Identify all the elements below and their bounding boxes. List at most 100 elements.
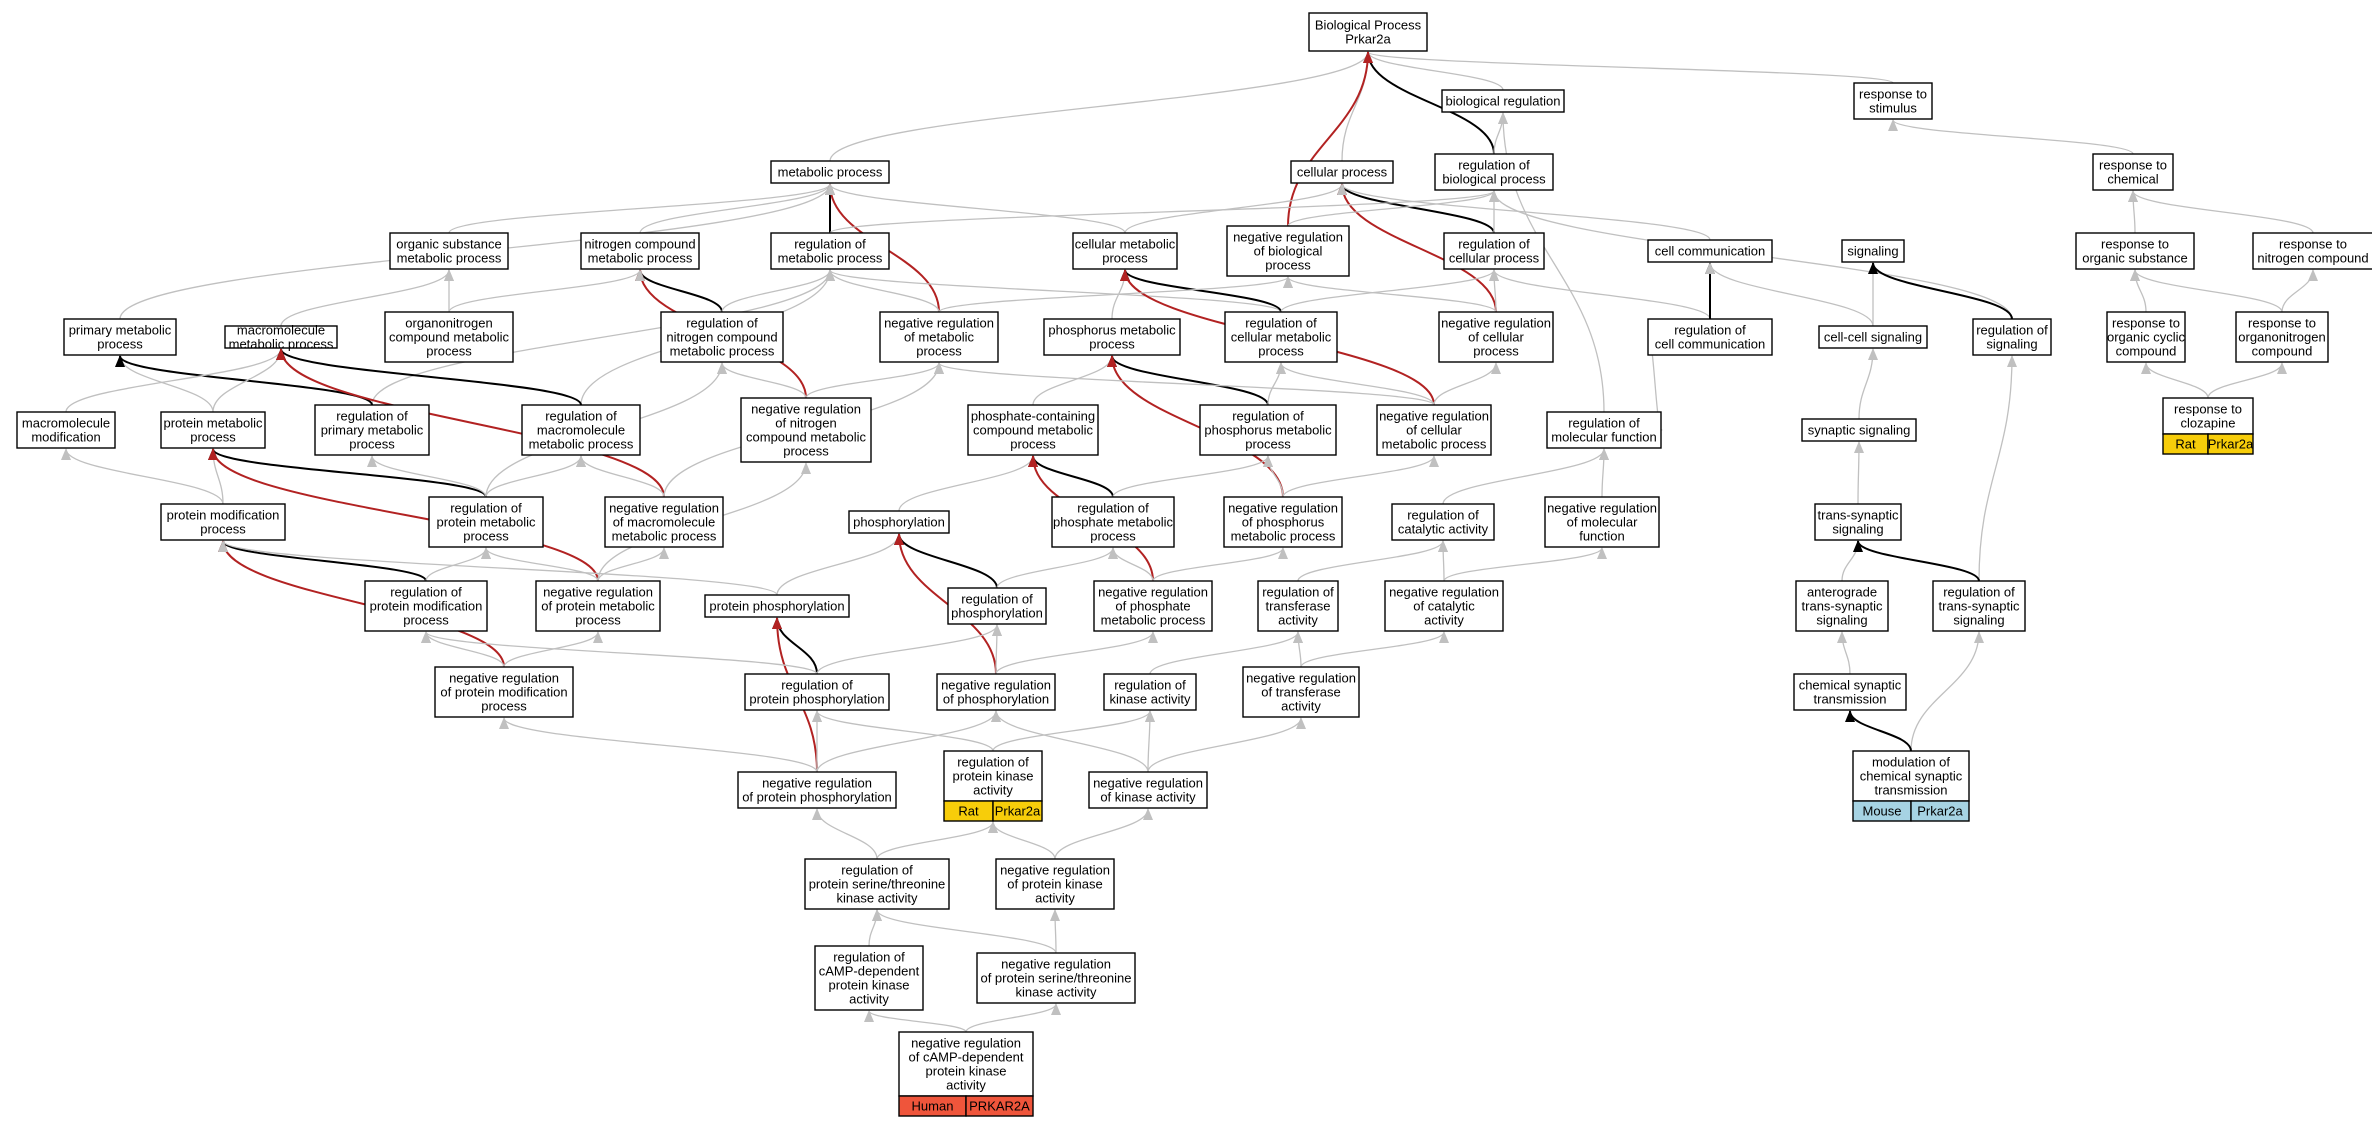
node-label: signaling [1953, 613, 2004, 628]
node-label: regulation of [1458, 237, 1530, 252]
node-cellcomm[interactable]: cell communication [1647, 239, 1773, 263]
node-box [1088, 771, 1208, 809]
node-label: of nitrogen [775, 416, 836, 431]
edge-modchem-to-regtranssyn [1910, 631, 1984, 752]
node-synsig[interactable]: synaptic signaling [1801, 418, 1917, 442]
edge-negcellmet-to-regcellmet [1276, 362, 1435, 406]
node-label: activity [849, 992, 889, 1007]
node-label: macromolecule [237, 323, 325, 338]
node-biolreg[interactable]: biological regulation [1441, 89, 1565, 113]
node-label: cellular metabolic [1075, 237, 1176, 252]
node-metab[interactable]: metabolic process [770, 160, 890, 184]
node-signaling[interactable]: signaling [1841, 239, 1905, 263]
node-label: signaling [1847, 244, 1898, 259]
node-protphos[interactable]: protein phosphorylation [704, 594, 850, 618]
node-label: of protein serine/threonine [980, 971, 1131, 986]
node-phosphorylation[interactable]: phosphorylation [848, 510, 950, 534]
node-label: regulation of [686, 316, 758, 331]
edge-negcat-to-negmolfn [1443, 547, 1607, 582]
node-label: metabolic process [778, 165, 883, 180]
node-label: primary metabolic [321, 423, 424, 438]
node-box [1852, 750, 1970, 802]
node-label: organic substance [2082, 251, 2188, 266]
edge-negtrans-to-regtrans [1293, 631, 1304, 668]
node-label: cell communication [1655, 337, 1766, 352]
node-label: process [463, 529, 509, 544]
node-label: process [200, 522, 246, 537]
node-label: regulation of [781, 678, 853, 693]
node-cellproc[interactable]: cellular process [1290, 160, 1394, 184]
edge-modchem-to-chemsyn [1845, 710, 1912, 752]
node-box [1434, 153, 1554, 191]
edge-negprotmod-to-negprotmet [503, 631, 603, 668]
node-cellcell[interactable]: cell-cell signaling [1818, 325, 1928, 349]
node-label: metabolic process [612, 529, 717, 544]
